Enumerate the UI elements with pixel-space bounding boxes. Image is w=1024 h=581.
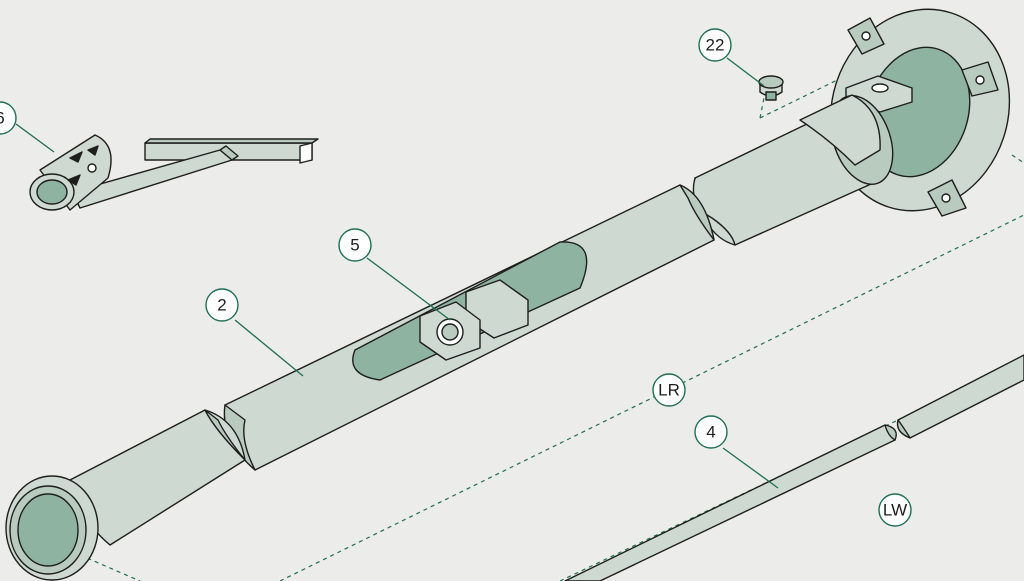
callout-2: 2 bbox=[205, 288, 239, 322]
callout-lr-label: LR bbox=[658, 381, 680, 400]
bolt-part bbox=[758, 75, 784, 101]
nut-block-part bbox=[419, 279, 529, 361]
callout-2-label: 2 bbox=[217, 296, 226, 315]
leader-lines bbox=[15, 57, 779, 489]
callout-22: 22 bbox=[698, 28, 732, 62]
handle-bracket-part bbox=[29, 134, 319, 211]
callout-4: 4 bbox=[694, 415, 728, 449]
callout-22-label: 22 bbox=[706, 36, 725, 55]
callout-lw: LW bbox=[878, 493, 912, 527]
callout-5-label: 5 bbox=[350, 236, 359, 255]
callout-lw-label: LW bbox=[883, 501, 907, 520]
callout-6: 6 bbox=[0, 101, 17, 135]
rod-part bbox=[564, 354, 1024, 581]
callout-5: 5 bbox=[338, 228, 372, 262]
callout-lr: LR bbox=[652, 373, 686, 407]
callout-4-label: 4 bbox=[706, 423, 715, 442]
callout-6-label: 6 bbox=[0, 109, 5, 128]
